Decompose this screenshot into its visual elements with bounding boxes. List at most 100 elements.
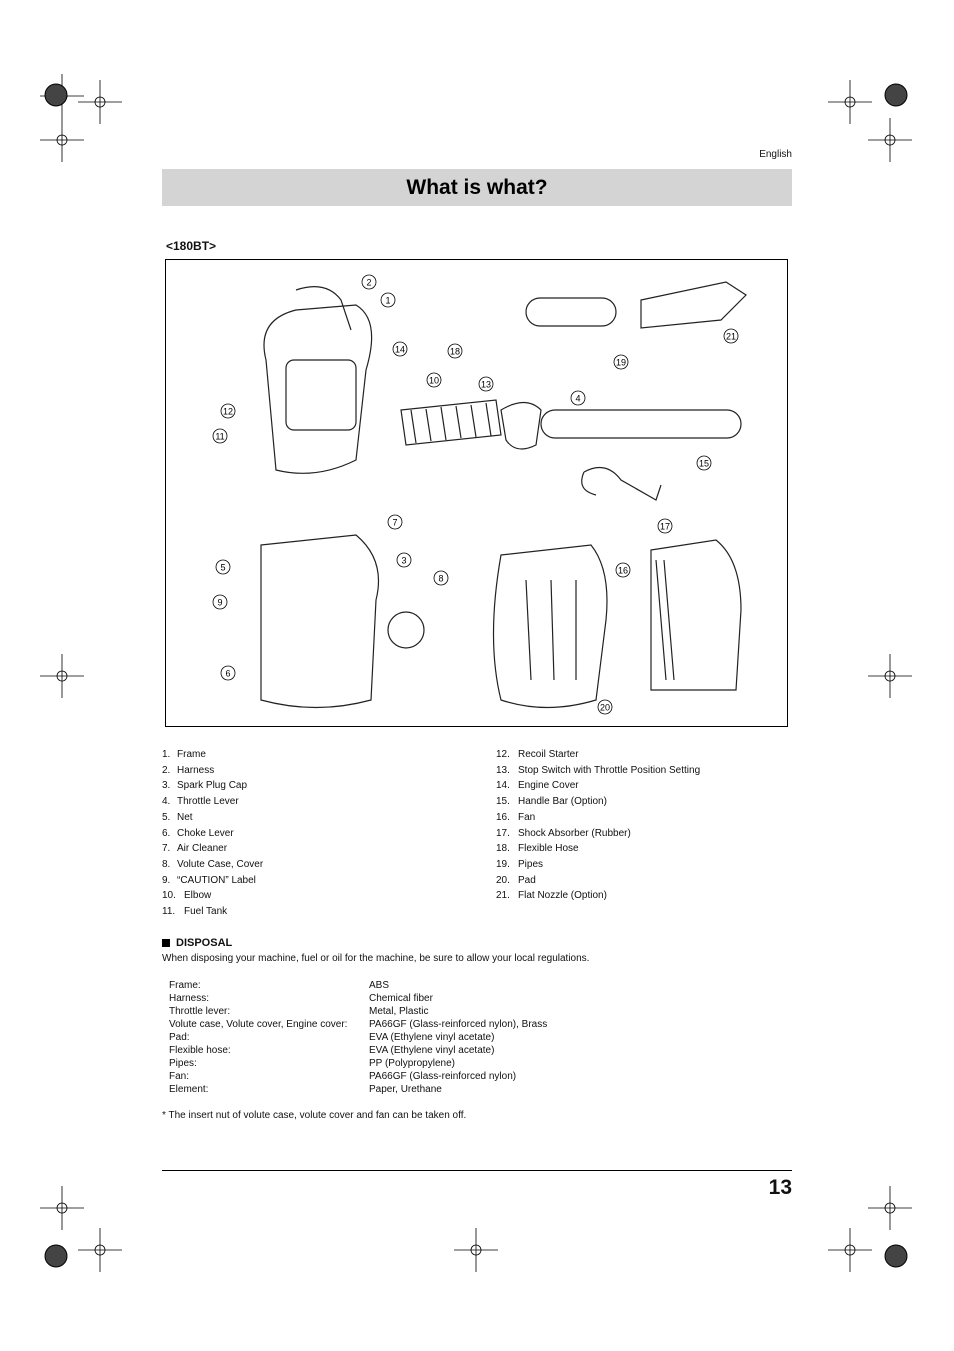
disposal-note: * The insert nut of volute case, volute …: [162, 1110, 467, 1121]
callout-circle: [657, 518, 673, 534]
crosshair-mark: [868, 118, 912, 162]
part-label: Throttle Lever: [177, 796, 239, 808]
callout-circle: [723, 328, 739, 344]
part-number: 15.: [496, 796, 510, 808]
blower-pipe: [540, 409, 742, 439]
disposal-intro: When disposing your machine, fuel or oil…: [162, 953, 590, 964]
page-number: 13: [768, 1176, 792, 1199]
callout-circle: [447, 343, 463, 359]
page-title: What is what?: [406, 175, 548, 199]
callout-circle: [570, 390, 586, 406]
callout-circle: [387, 514, 403, 530]
material-row: Flexible hose:EVA (Ethylene vinyl acetat…: [169, 1044, 547, 1057]
callout-circle: [433, 570, 449, 586]
material-row: Frame: ABS: [169, 979, 547, 992]
footer-rule: [162, 1170, 792, 1171]
callout-1: 1: [380, 292, 396, 308]
callout-11: 11: [212, 428, 228, 444]
parts-list-item: 20.Pad: [496, 873, 700, 889]
callout-number: 17: [660, 522, 670, 532]
callout-circle: [380, 292, 396, 308]
callout-number: 13: [481, 380, 491, 390]
parts-list-item: 11.Fuel Tank: [162, 904, 263, 920]
crosshair-mark: [78, 80, 122, 124]
flexible-hose: [400, 399, 502, 446]
callout-6: 6: [220, 665, 236, 681]
part-number: 12.: [496, 749, 510, 760]
callout-circle: [212, 428, 228, 444]
part-label: Volute Case, Cover: [177, 858, 264, 870]
parts-list-item: 18.Flexible Hose: [496, 841, 700, 857]
crosshair-mark: [40, 1186, 84, 1230]
callout-number: 15: [699, 459, 709, 469]
callout-10: 10: [426, 372, 442, 388]
callout-number: 16: [618, 566, 628, 576]
parts-list-item: 12.Recoil Starter: [496, 747, 700, 763]
material-part: Frame:: [169, 980, 201, 991]
part-label: “CAUTION” Label: [177, 874, 256, 886]
material-value: Metal, Plastic: [369, 1006, 429, 1017]
target-mark: [884, 83, 908, 107]
pipe-section-top: [525, 297, 617, 327]
callout-number: 11: [215, 432, 224, 442]
callout-number: 9: [217, 598, 222, 608]
material-value: PP (Polypropylene): [369, 1058, 455, 1069]
crosshair-mark: [40, 654, 84, 698]
callout-number: 21: [726, 332, 736, 342]
language-label: English: [759, 149, 792, 160]
callout-7: 7: [387, 514, 403, 530]
callout-number: 7: [392, 518, 397, 528]
disposal-heading: DISPOSAL: [162, 937, 232, 949]
callout-19: 19: [613, 354, 629, 370]
material-part: Flexible hose:: [169, 1045, 231, 1056]
material-part: Pipes:: [169, 1058, 197, 1069]
upper-engine-cover: [285, 359, 357, 431]
parts-list-item: 8.Volute Case, Cover: [162, 857, 263, 873]
callout-number: 8: [438, 574, 443, 584]
material-value: ABS: [369, 980, 390, 991]
material-row: Fan: PA66GF (Glass-reinforced nylon): [169, 1070, 547, 1083]
parts-list-item: 15.Handle Bar (Option): [496, 794, 700, 810]
crosshair-mark: [868, 1186, 912, 1230]
callout-21: 21: [723, 328, 739, 344]
part-number: 7.: [162, 843, 171, 855]
material-part: Pad:: [169, 1032, 190, 1043]
callout-4: 4: [570, 390, 586, 406]
part-label: Net: [177, 811, 193, 823]
target-mark: [44, 1244, 68, 1268]
parts-list-item: 14.Engine Cover: [496, 778, 700, 794]
part-number: 2.: [162, 764, 171, 776]
parts-list-item: 10.Elbow: [162, 888, 263, 904]
callout-18: 18: [447, 343, 463, 359]
part-label: Frame: [177, 749, 206, 760]
part-number: 16.: [496, 811, 510, 823]
title-banner: What is what?: [162, 169, 792, 206]
parts-list-item: 17.Shock Absorber (Rubber): [496, 826, 700, 842]
crosshair-mark: [868, 654, 912, 698]
callout-17: 17: [657, 518, 673, 534]
callout-14: 14: [392, 341, 408, 357]
callout-circle: [392, 341, 408, 357]
lower-left-fan-outlet: [387, 611, 425, 649]
material-value: Chemical fiber: [369, 993, 433, 1004]
callout-12: 12: [220, 403, 236, 419]
material-value: PA66GF (Glass-reinforced nylon): [369, 1071, 517, 1082]
part-number: 3.: [162, 780, 171, 792]
callout-circle: [696, 455, 712, 471]
part-label: Spark Plug Cap: [177, 780, 248, 792]
crosshair-mark: [78, 1228, 122, 1272]
parts-list-item: 1.Frame: [162, 747, 263, 763]
callout-number: 1: [385, 296, 390, 306]
part-label: Flat Nozzle (Option): [518, 890, 607, 902]
callout-15: 15: [696, 455, 712, 471]
part-number: 9.: [162, 874, 171, 886]
crosshair-mark: [40, 118, 84, 162]
lower-left-unit: [260, 534, 380, 709]
part-number: 10.: [162, 890, 176, 902]
part-label: Fan: [518, 811, 536, 823]
material-part: Fan:: [169, 1071, 190, 1082]
callout-number: 12: [223, 407, 233, 417]
